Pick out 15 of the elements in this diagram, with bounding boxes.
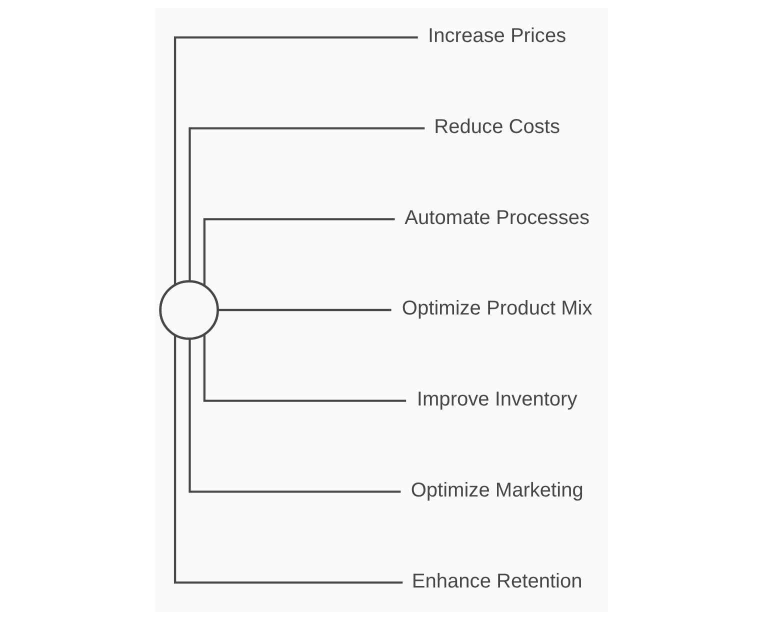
connector: [188, 127, 425, 282]
connector: [203, 334, 406, 402]
node-text: Automate Processes: [404, 206, 590, 229]
node-text: Increase Prices: [428, 25, 566, 48]
node-circle: [159, 280, 219, 340]
node-text: Optimize Marketing: [410, 479, 584, 502]
node-text: Improve Inventory: [416, 388, 578, 411]
connector: [188, 338, 401, 493]
connector: [174, 335, 403, 584]
connector: [174, 36, 418, 285]
node-text: Reduce Costs: [434, 116, 560, 138]
node-text: Enhance Retention: [412, 570, 582, 592]
connector: [203, 218, 395, 286]
node-text: Optimize Product Mix: [402, 298, 592, 320]
connector: [218, 308, 392, 312]
